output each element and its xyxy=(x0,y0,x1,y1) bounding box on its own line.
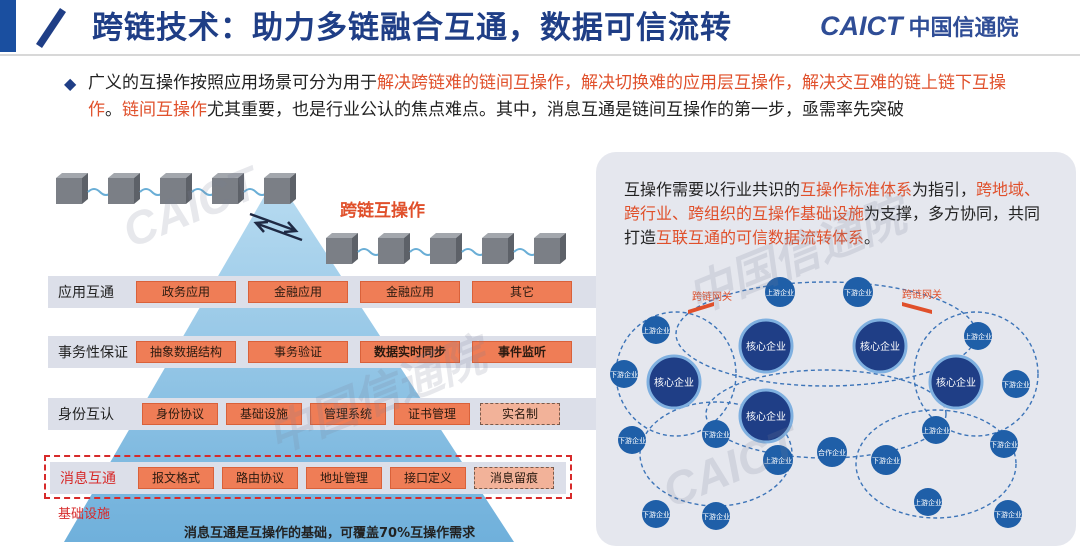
node-label: 下游企业 xyxy=(872,456,900,465)
tag-item: 接口定义 xyxy=(390,467,466,489)
intro-text-3: 尤其重要，也是行业公认的焦点难点。其中，消息互通是链间互操作的第一步，亟需率先突… xyxy=(207,100,904,120)
gateway-label-left: 跨链网关 xyxy=(692,290,732,303)
node-label: 上游企业 xyxy=(964,332,992,341)
tag-item: 事务验证 xyxy=(248,341,348,363)
chain-blocks-left xyxy=(56,173,296,204)
tag-item: 管理系统 xyxy=(310,403,386,425)
node-label: 下游企业 xyxy=(642,510,670,519)
node-label: 下游企业 xyxy=(618,436,646,445)
panel-text-3: 为支撑，多方协同，共同打造 xyxy=(624,204,1041,247)
node-label: 下游企业 xyxy=(990,440,1018,449)
layer-identity: 身份互认 身份协议 基础设施 管理系统 证书管理 实名制 xyxy=(48,398,600,430)
layer-label: 应用互通 xyxy=(58,285,114,301)
intro-text: 广义的互操作按照应用场景可分为用于解决跨链难的链间互操作，解决切换难的应用层互操… xyxy=(88,70,1024,124)
core-label: 核心企业 xyxy=(936,376,976,389)
tag-item: 身份协议 xyxy=(142,403,218,425)
caict-logo: CAICT 中国信通院 xyxy=(820,6,1019,46)
enterprise-network-diagram: 跨链网关 跨链网关 核心企业 核心企业 核心企业 核心企业 核心企业 上游企业 … xyxy=(610,277,1039,530)
intro-text-2: 。 xyxy=(105,100,122,120)
node-label: 上游企业 xyxy=(914,498,942,507)
node-label: 上游企业 xyxy=(922,426,950,435)
node-label: 下游企业 xyxy=(844,288,872,297)
logo-en: CAICT xyxy=(820,10,903,41)
layer-transaction: 事务性保证 抽象数据结构 事务验证 数据实时同步 事件监听 xyxy=(48,336,600,368)
tag-item: 事件监听 xyxy=(472,341,572,363)
tag-item: 路由协议 xyxy=(222,467,298,489)
tag-item: 金融应用 xyxy=(248,281,348,303)
exchange-arrows-icon xyxy=(249,212,303,242)
page-title: 跨链技术：助力多链融合互通，数据可信流转 xyxy=(92,10,732,46)
ecosystem-panel: 互操作需要以行业共识的互操作标准体系为指引，跨地域、跨行业、跨组织的互操作基础设… xyxy=(596,152,1076,546)
infrastructure-label: 基础设施 xyxy=(58,507,111,522)
node-label: 下游企业 xyxy=(702,512,730,521)
core-node: 核心企业 xyxy=(646,354,702,410)
layer-label: 事务性保证 xyxy=(58,345,128,361)
panel-text-2: 为指引， xyxy=(912,180,977,199)
core-label: 核心企业 xyxy=(746,410,786,423)
tag-item: 数据实时同步 xyxy=(360,341,460,363)
intro-highlight-2: 链间互操作 xyxy=(122,100,207,120)
node-label: 上游企业 xyxy=(764,456,792,465)
tag-item: 报文格式 xyxy=(138,467,214,489)
tag-item: 政务应用 xyxy=(136,281,236,303)
chain-blocks-right xyxy=(326,233,566,264)
panel-description: 互操作需要以行业共识的互操作标准体系为指引，跨地域、跨行业、跨组织的互操作基础设… xyxy=(624,178,1056,250)
tag-item: 其它 xyxy=(472,281,572,303)
gateway-label-right: 跨链网关 xyxy=(902,288,942,301)
panel-highlight-3: 互联互通的可信数据流转体系 xyxy=(656,228,865,247)
node-label: 合作企业 xyxy=(818,448,846,457)
logo-cn: 中国信通院 xyxy=(908,16,1019,41)
tag-item: 抽象数据结构 xyxy=(136,341,236,363)
panel-text-4: 。 xyxy=(864,228,881,247)
tag-item: 消息留痕 xyxy=(474,467,554,489)
tag-item: 基础设施 xyxy=(226,403,302,425)
header-accent-bar xyxy=(0,0,16,52)
intro-paragraph: ◆ 广义的互操作按照应用场景可分为用于解决跨链难的链间互操作，解决切换难的应用层… xyxy=(64,70,1024,124)
core-node: 核心企业 xyxy=(852,318,908,374)
node-label: 上游企业 xyxy=(642,326,670,335)
core-node: 核心企业 xyxy=(738,318,794,374)
node-label: 下游企业 xyxy=(1002,380,1030,389)
cross-chain-label: 跨链互操作 xyxy=(340,201,425,221)
intro-text-1: 广义的互操作按照应用场景可分为用于 xyxy=(88,73,377,93)
node-label: 上游企业 xyxy=(766,288,794,297)
node-label: 下游企业 xyxy=(994,510,1022,519)
message-layer-highlight-box xyxy=(44,455,572,499)
core-node: 核心企业 xyxy=(928,354,984,410)
tag-item: 证书管理 xyxy=(394,403,470,425)
foundation-note: 消息互通是互操作的基础，可覆盖70%互操作需求 xyxy=(184,526,476,541)
layer-label: 消息互通 xyxy=(60,471,116,487)
intro-highlight-1: 解决跨链难的链间互操作，解决切换难的应用层互操作，解决交互难的链上链下互操作 xyxy=(88,73,1006,120)
slash-icon xyxy=(36,8,66,48)
node-label: 下游企业 xyxy=(610,370,638,379)
node-label: 下游企业 xyxy=(702,430,730,439)
tag-item: 地址管理 xyxy=(306,467,382,489)
core-label: 核心企业 xyxy=(746,340,786,353)
layer-application: 应用互通 政务应用 金融应用 金融应用 其它 xyxy=(48,276,600,308)
core-label: 核心企业 xyxy=(860,340,900,353)
layer-message: 消息互通 报文格式 路由协议 地址管理 接口定义 消息留痕 xyxy=(50,462,566,494)
tag-item: 实名制 xyxy=(480,403,560,425)
interoperability-pyramid: 跨链互操作 应用互通 政务应用 金融应用 金融应用 其它 事务性保证 抽象数据结… xyxy=(44,170,604,548)
panel-text-1: 互操作需要以行业共识的 xyxy=(624,180,801,199)
header: 跨链技术：助力多链融合互通，数据可信流转 CAICT 中国信通院 xyxy=(0,0,1080,52)
core-label: 核心企业 xyxy=(654,376,694,389)
panel-highlight-2: 跨地域、跨行业、跨组织的互操作基础设施 xyxy=(624,180,1041,223)
core-node: 核心企业 xyxy=(738,388,794,444)
panel-highlight-1: 互操作标准体系 xyxy=(800,180,913,199)
layer-label: 身份互认 xyxy=(58,407,114,423)
diamond-bullet-icon: ◆ xyxy=(64,74,77,93)
header-divider xyxy=(0,54,1080,56)
tag-item: 金融应用 xyxy=(360,281,460,303)
